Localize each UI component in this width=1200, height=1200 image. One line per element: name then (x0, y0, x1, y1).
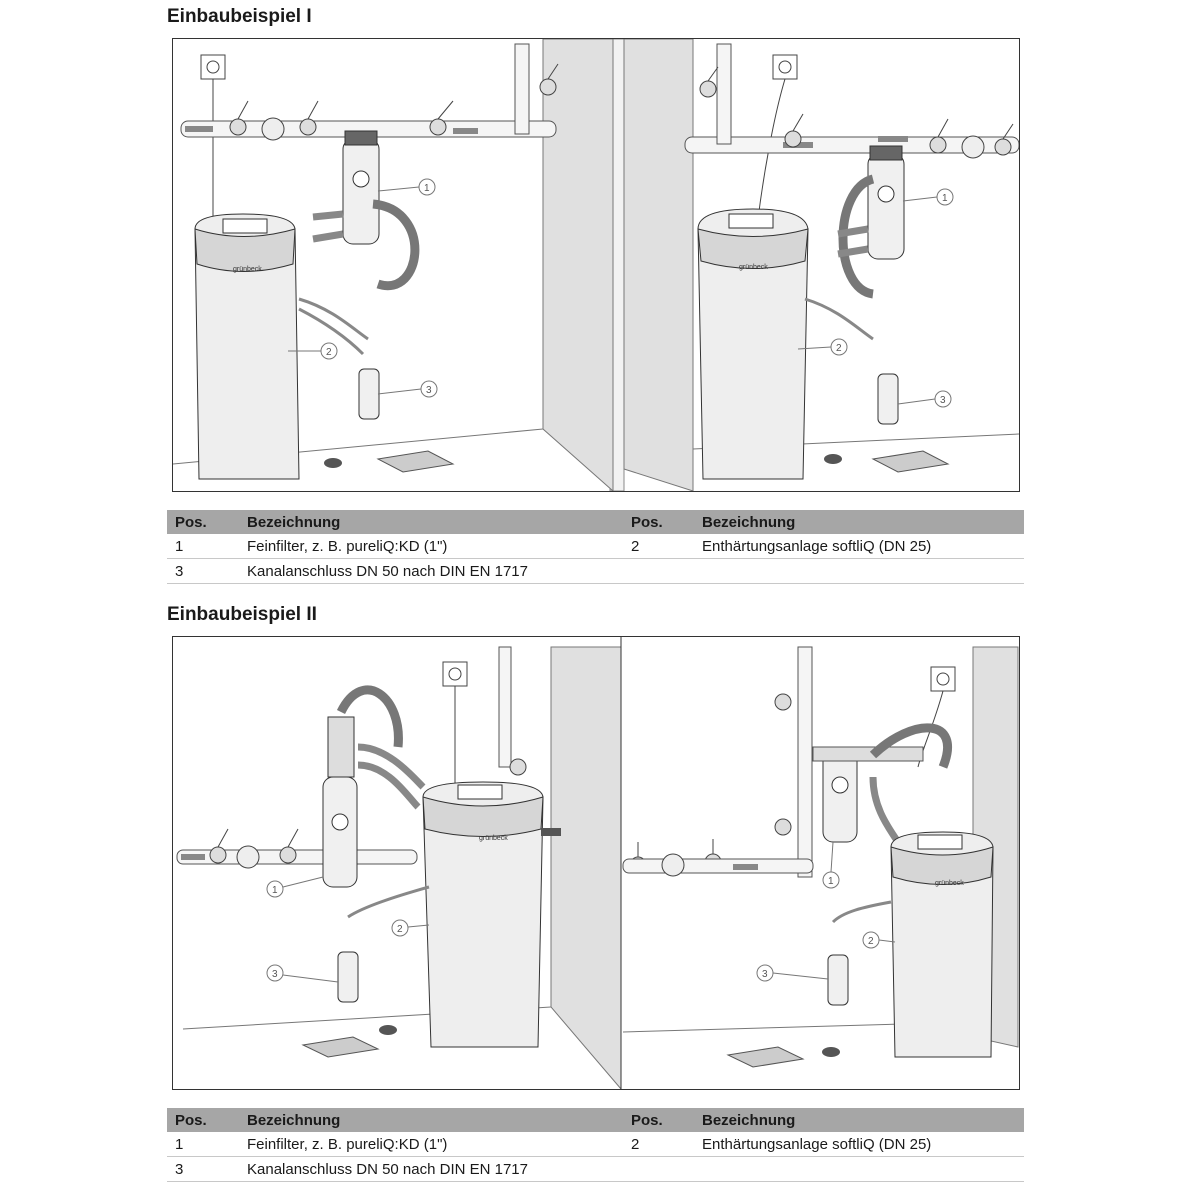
table-row: 3 Kanalanschluss DN 50 nach DIN EN 1717 (167, 1156, 1024, 1182)
callout-3: 3 (426, 385, 432, 396)
legend-header-row: Pos. Bezeichnung Pos. Bezeichnung (167, 510, 1024, 534)
callout-1: 1 (424, 183, 430, 194)
legend-table-1: Pos. Bezeichnung Pos. Bezeichnung 1 Fein… (167, 510, 1024, 584)
header-pos: Pos. (167, 510, 239, 534)
cell-pos: 1 (167, 1132, 239, 1157)
cell-pos: 3 (167, 558, 239, 584)
cell-bezeichnung (694, 1156, 1024, 1182)
header-pos: Pos. (623, 510, 694, 534)
cell-bezeichnung: Feinfilter, z. B. pureliQ:KD (1") (239, 534, 623, 559)
svg-text:grünbeck: grünbeck (935, 880, 964, 887)
header-pos: Pos. (623, 1108, 694, 1132)
callout-2b: 2 (868, 936, 874, 947)
svg-text:grünbeck: grünbeck (479, 835, 508, 842)
cell-pos: 2 (623, 534, 694, 559)
section-2-heading: Einbaubeispiel II (167, 604, 317, 625)
header-bezeichnung: Bezeichnung (694, 1108, 1024, 1132)
svg-text:grünbeck: grünbeck (739, 264, 768, 271)
header-bezeichnung: Bezeichnung (239, 510, 623, 534)
callout-1b: 1 (942, 193, 948, 204)
cell-bezeichnung (694, 558, 1024, 584)
callout-2b: 2 (836, 343, 842, 354)
callout-3b: 3 (940, 395, 946, 406)
installation-figure-1: grünbeck grünbeck (172, 38, 1020, 492)
cell-bezeichnung: Kanalanschluss DN 50 nach DIN EN 1717 (239, 1156, 623, 1182)
cell-pos (623, 1156, 694, 1182)
callout-1b: 1 (828, 876, 834, 887)
table-row: 3 Kanalanschluss DN 50 nach DIN EN 1717 (167, 558, 1024, 584)
header-pos: Pos. (167, 1108, 239, 1132)
callout-1: 1 (272, 885, 278, 896)
cell-pos: 1 (167, 534, 239, 559)
cell-bezeichnung: Kanalanschluss DN 50 nach DIN EN 1717 (239, 558, 623, 584)
legend-header-row: Pos. Bezeichnung Pos. Bezeichnung (167, 1108, 1024, 1132)
callout-3b: 3 (762, 969, 768, 980)
cell-pos: 3 (167, 1156, 239, 1182)
installation-figure-2: grünbeck grünbeck (172, 636, 1020, 1090)
header-bezeichnung: Bezeichnung (694, 510, 1024, 534)
cell-pos: 2 (623, 1132, 694, 1157)
callout-2: 2 (326, 347, 332, 358)
section-1-heading: Einbaubeispiel I (167, 6, 312, 27)
installation-illustration-1: grünbeck grünbeck (173, 39, 1019, 491)
callout-2: 2 (397, 924, 403, 935)
table-row: 1 Feinfilter, z. B. pureliQ:KD (1") 2 En… (167, 534, 1024, 559)
cell-pos (623, 558, 694, 584)
cell-bezeichnung: Enthärtungsanlage softliQ (DN 25) (694, 534, 1024, 559)
header-bezeichnung: Bezeichnung (239, 1108, 623, 1132)
legend-table-2: Pos. Bezeichnung Pos. Bezeichnung 1 Fein… (167, 1108, 1024, 1182)
installation-illustration-2: grünbeck grünbeck (176, 637, 1019, 1089)
table-row: 1 Feinfilter, z. B. pureliQ:KD (1") 2 En… (167, 1132, 1024, 1157)
callout-3: 3 (272, 969, 278, 980)
cell-bezeichnung: Enthärtungsanlage softliQ (DN 25) (694, 1132, 1024, 1157)
cell-bezeichnung: Feinfilter, z. B. pureliQ:KD (1") (239, 1132, 623, 1157)
svg-text:grünbeck: grünbeck (233, 266, 262, 273)
